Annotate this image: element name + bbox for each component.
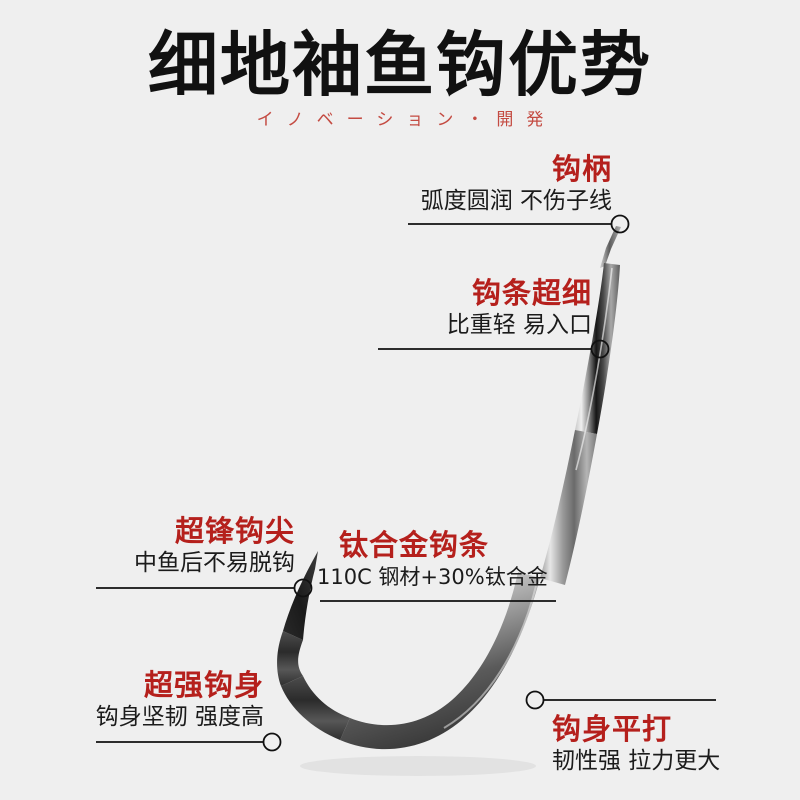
callout-hook-wire-heading: 钩条超细 bbox=[471, 276, 592, 310]
callout-flat-forged-subtitle: 韧性强 拉力更大 bbox=[552, 748, 721, 774]
callout-flat-forged-heading: 钩身平打 bbox=[552, 712, 673, 746]
callout-hook-body-heading: 超强钩身 bbox=[143, 668, 264, 702]
callout-hook-wire: 钩条超细 比重轻 易入口 bbox=[280, 276, 592, 340]
callout-titanium-alloy: 钛合金钩条 110C 钢材+30%钛合金 bbox=[317, 528, 617, 592]
callout-flat-forged: 钩身平打 韧性强 拉力更大 bbox=[552, 712, 800, 776]
callout-hook-point: 超锋钩尖 中鱼后不易脱钩 bbox=[10, 514, 295, 578]
callout-hook-body-subtitle: 钩身坚韧 强度高 bbox=[95, 704, 264, 730]
callout-hook-wire-subtitle: 比重轻 易入口 bbox=[446, 312, 592, 338]
callout-hook-eye: 钩柄 弧度圆润 不伤子线 bbox=[300, 152, 612, 216]
callout-hook-point-heading: 超锋钩尖 bbox=[174, 514, 295, 548]
callout-hook-point-subtitle: 中鱼后不易脱钩 bbox=[134, 550, 295, 576]
callout-hook-eye-subtitle: 弧度圆润 不伤子线 bbox=[420, 188, 612, 214]
callout-hook-eye-heading: 钩柄 bbox=[551, 152, 612, 186]
callout-titanium-alloy-heading: 钛合金钩条 bbox=[339, 528, 490, 562]
page-title: 细地袖鱼钩优势 bbox=[148, 24, 652, 106]
callout-hook-body: 超强钩身 钩身坚韧 强度高 bbox=[0, 668, 264, 732]
callout-titanium-alloy-subtitle: 110C 钢材+30%钛合金 bbox=[317, 565, 548, 589]
header: 细地袖鱼钩优势 イノベーション・開発 bbox=[0, 0, 800, 130]
page-subtitle: イノベーション・開発 bbox=[256, 110, 557, 130]
